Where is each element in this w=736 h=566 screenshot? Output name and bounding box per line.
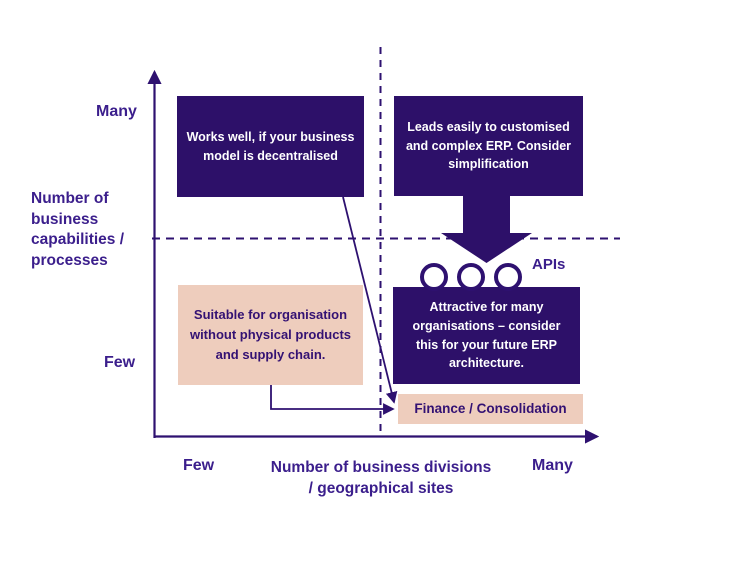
finance-consolidation-box: Finance / Consolidation <box>398 394 583 424</box>
api-circle-icon <box>420 263 448 291</box>
y-axis-top-label: Many <box>96 103 137 120</box>
y-axis-bottom-label: Few <box>104 354 136 371</box>
quadrant-top-right-box: Leads easily to customised and complex E… <box>394 96 583 196</box>
api-circle-icon <box>457 263 485 291</box>
elbow-connector-arrow <box>270 385 395 415</box>
y-axis-title: Number of business capabilities / proces… <box>31 190 125 269</box>
x-axis-title: Number of business divisions / geographi… <box>270 459 492 497</box>
quadrant-bottom-right-box: Attractive for many organisations – cons… <box>393 287 580 384</box>
block-arrow-down-icon <box>441 196 532 263</box>
quadrant-bottom-left-box: Suitable for organisation without physic… <box>178 285 363 385</box>
x-axis-left-label: Few <box>183 457 215 474</box>
api-circle-icon <box>494 263 522 291</box>
apis-label: APIs <box>532 256 566 273</box>
quadrant-top-left-box: Works well, if your business model is de… <box>177 96 364 197</box>
x-axis-right-label: Many <box>532 457 573 474</box>
